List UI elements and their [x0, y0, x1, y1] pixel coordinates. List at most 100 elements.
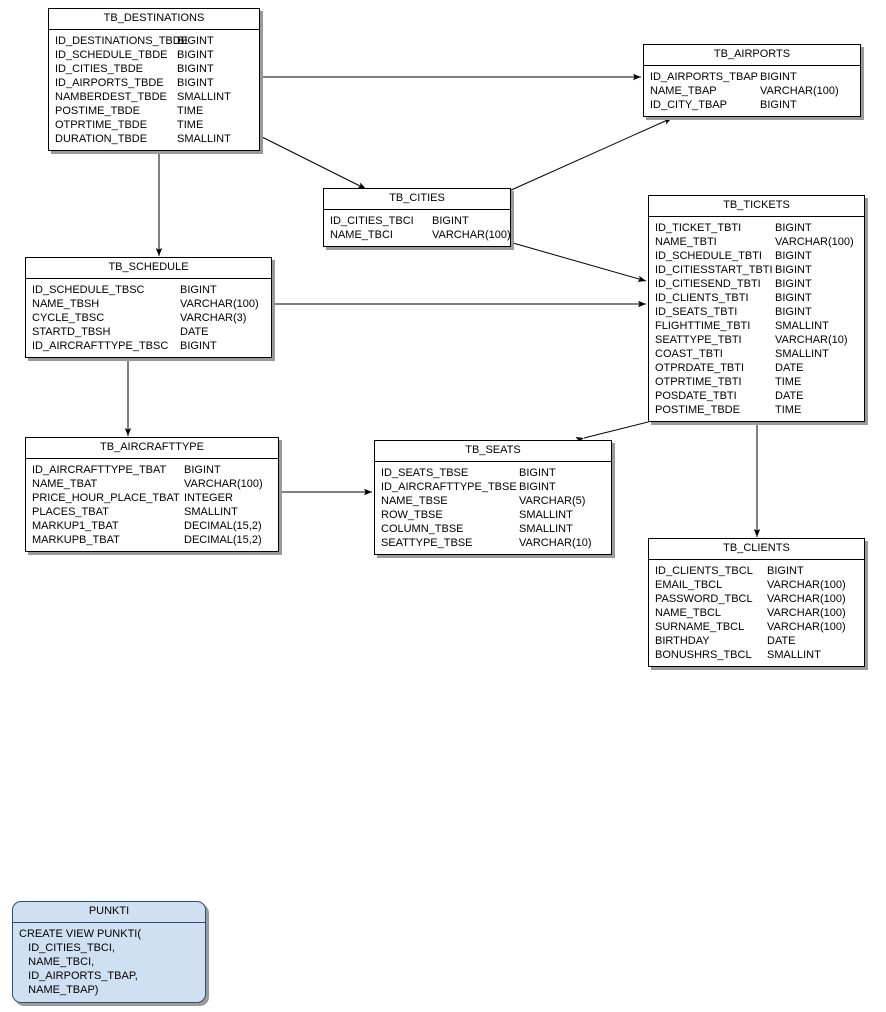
attribute-name: ID_SCHEDULE_TBTI	[655, 250, 762, 262]
attribute-name: ID_TICKET_TBTI	[655, 222, 742, 234]
attribute-row: FLIGHTTIME_TBTI SMALLINT	[649, 319, 864, 333]
entity-title: TB_CLIENTS	[649, 539, 864, 560]
attribute-type: SMALLINT	[177, 133, 231, 145]
view-definition-line: NAME_TBCI,	[19, 956, 95, 968]
entity-title: TB_TICKETS	[649, 196, 864, 217]
attribute-type: DATE	[775, 390, 804, 402]
attribute-row: MARKUPB_TBAT DECIMAL(15,2)	[26, 533, 278, 547]
attribute-name: ID_CLIENTS_TBCL	[655, 565, 753, 577]
attribute-name: ID_CLIENTS_TBTI	[655, 292, 749, 304]
attribute-row: ID_SCHEDULE_TBSC BIGINT	[26, 283, 271, 297]
entity-title: TB_CITIES	[324, 189, 510, 210]
attribute-type: VARCHAR(100)	[767, 621, 846, 633]
entity-title: TB_AIRPORTS	[644, 45, 860, 66]
entity-tb-destinations[interactable]: TB_DESTINATIONS ID_DESTINATIONS_TBDE BIGIN…	[48, 8, 260, 151]
attribute-type: DATE	[180, 326, 209, 338]
attribute-type: SMALLINT	[775, 348, 829, 360]
attribute-name: PRICE_HOUR_PLACE_TBAT	[32, 492, 180, 504]
attribute-type: BIGINT	[775, 278, 812, 290]
attribute-row: ID_SCHEDULE_TBDE BIGINT	[49, 48, 259, 62]
attribute-type: BIGINT	[177, 49, 214, 61]
entity-title: TB_SEATS	[375, 441, 611, 462]
attribute-name: ID_CITIES_TBDE	[55, 63, 144, 75]
attribute-row: ID_CLIENTS_TBTI BIGINT	[649, 291, 864, 305]
attribute-type: DATE	[767, 635, 796, 647]
attribute-type: TIME	[177, 105, 204, 117]
entity-title: TB_AIRCRAFTTYPE	[26, 438, 278, 459]
attribute-type: SMALLINT	[184, 506, 238, 518]
attribute-type: VARCHAR(3)	[180, 312, 247, 324]
attribute-name: ID_SCHEDULE_TBSC	[32, 284, 145, 296]
attribute-type: SMALLINT	[177, 91, 231, 103]
attribute-type: VARCHAR(100)	[775, 236, 854, 248]
attribute-type: VARCHAR(100)	[432, 229, 511, 241]
attribute-type: BIGINT	[180, 284, 217, 296]
attribute-type: BIGINT	[775, 292, 812, 304]
view-definition-line: ID_CITIES_TBCI,	[19, 942, 115, 954]
entity-title: TB_DESTINATIONS	[49, 9, 259, 30]
attribute-name: ID_SCHEDULE_TBDE	[55, 49, 168, 61]
attribute-name: FLIGHTTIME_TBTI	[655, 320, 751, 332]
attribute-type: BIGINT	[432, 215, 469, 227]
attribute-row: NAME_TBTI VARCHAR(100)	[649, 235, 864, 249]
attribute-type: DECIMAL(15,2)	[184, 534, 262, 546]
attribute-name: ID_AIRPORTS_TBAP	[650, 71, 758, 83]
attribute-name: MARKUPB_TBAT	[32, 534, 120, 546]
attribute-name: EMAIL_TBCL	[655, 579, 723, 591]
attribute-name: OTPRTIME_TBTI	[655, 376, 742, 388]
attribute-type: SMALLINT	[519, 523, 573, 535]
attribute-type: BIGINT	[180, 340, 217, 352]
attribute-type: BIGINT	[775, 250, 812, 262]
attribute-type: VARCHAR(100)	[767, 607, 846, 619]
attribute-name: ID_AIRCRAFTTYPE_TBSE	[381, 481, 517, 493]
view-definition-line: NAME_TBAP)	[19, 984, 99, 996]
view-definition-line: ID_AIRPORTS_TBAP,	[19, 970, 138, 982]
attribute-type: BIGINT	[177, 77, 214, 89]
attribute-type: VARCHAR(100)	[767, 593, 846, 605]
attribute-type: VARCHAR(100)	[180, 298, 259, 310]
attribute-row: ID_SCHEDULE_TBTI BIGINT	[649, 249, 864, 263]
attribute-type: VARCHAR(10)	[775, 334, 848, 346]
attribute-name: ID_DESTINATIONS_TBDE	[55, 35, 189, 47]
relationship-cities-tickets	[504, 237, 647, 282]
attribute-type: SMALLINT	[775, 320, 829, 332]
attribute-name: SEATTYPE_TBTI	[655, 334, 742, 346]
attribute-type: SMALLINT	[767, 649, 821, 661]
attribute-name: NAME_TBTI	[655, 236, 717, 248]
